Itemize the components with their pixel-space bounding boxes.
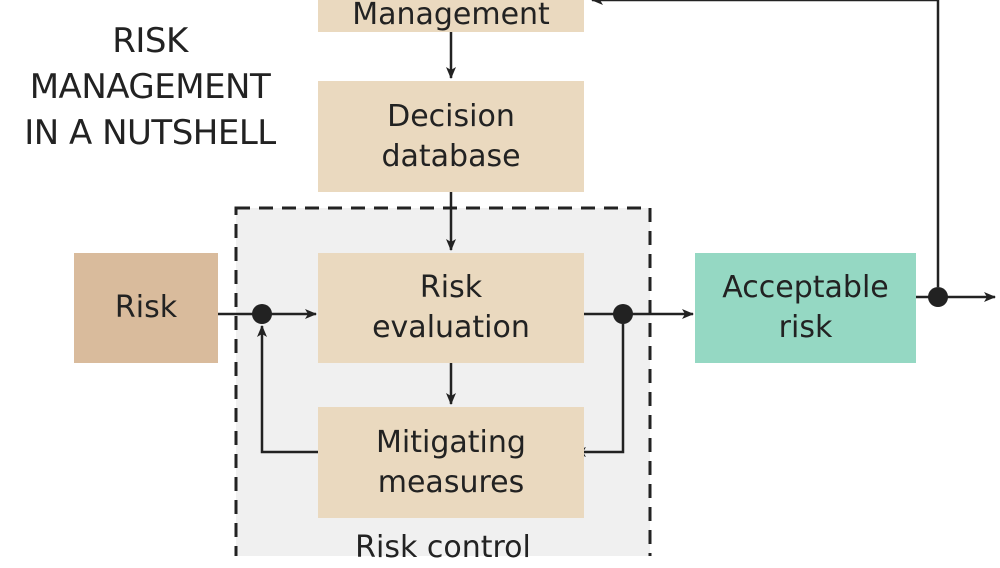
risk-box: Risk — [74, 253, 218, 363]
arrow-mitigating-feedback — [257, 325, 318, 454]
title-line: IN A NUTSHELL — [24, 113, 276, 153]
management-label: Management — [352, 0, 550, 32]
risk-evaluation-box: Risk evaluation — [318, 253, 584, 363]
arrow-junction-to-mitigating — [574, 324, 625, 457]
mitigating-measures-label-line2: measures — [377, 464, 525, 500]
acceptable-risk-label-line1: Acceptable — [722, 270, 889, 305]
title-line: RISK — [112, 21, 188, 61]
arrow-output-to-management — [591, 0, 940, 287]
management-box: Management — [318, 0, 584, 32]
risk-label: Risk — [114, 290, 178, 325]
decision-database-label-line1: Decision — [387, 98, 515, 134]
acceptable-risk-box: Acceptable risk — [695, 253, 916, 363]
title-line: MANAGEMENT — [29, 67, 271, 107]
junction-output — [928, 287, 948, 307]
decision-database-box: Decision database — [318, 81, 584, 192]
mitigating-measures-box: Mitigating measures — [318, 407, 584, 518]
junction-right — [613, 304, 633, 324]
risk-control-label: Risk control — [355, 530, 531, 565]
diagram-title: RISK MANAGEMENT IN A NUTSHELL — [0, 18, 300, 156]
decision-database-label-line2: database — [381, 138, 521, 174]
risk-evaluation-label-line1: Risk — [419, 270, 483, 305]
risk-evaluation-label-line2: evaluation — [372, 310, 530, 345]
junction-left — [252, 304, 272, 324]
acceptable-risk-label-line2: risk — [778, 310, 833, 345]
mitigating-measures-label-line1: Mitigating — [376, 424, 526, 460]
